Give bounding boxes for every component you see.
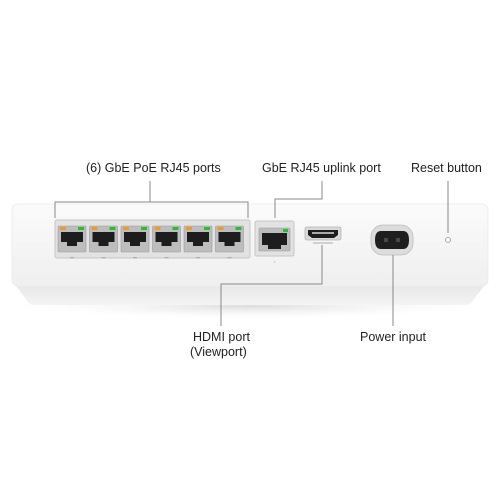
poe-port[interactable] [152,225,181,259]
poe-port[interactable] [89,225,118,259]
reset-button-label: Reset button [411,161,482,175]
link-green-led-icon [204,227,210,230]
uplink-leader-line [274,181,323,218]
power-input[interactable] [370,224,414,256]
poe-bracket-line [54,201,249,218]
hdmi-port-caption [313,242,333,244]
uplink-port-label: GbE RJ45 uplink port [262,161,381,175]
poe-amber-led-icon [154,227,161,230]
uplink-port-number: 1 [274,260,276,264]
poe-port-number-mark [164,257,169,259]
reset-pinhole-icon [445,237,451,243]
hdmi-port[interactable] [304,226,342,241]
poe-port[interactable] [57,225,87,259]
callout-lines [54,181,449,326]
poe-port[interactable] [215,225,244,259]
link-green-led-icon [78,227,84,230]
link-green-led-icon [141,227,147,230]
poe-port-number-mark [227,257,232,259]
poe-amber-led-icon [217,227,224,230]
uplink-port[interactable] [258,227,291,252]
uplink-led-icon [283,229,288,232]
hdmi-leader-line [220,245,323,326]
poe-ports-label: (6) GbE PoE RJ45 ports [86,161,221,175]
link-green-led-icon [109,227,116,230]
hdmi-port-sublabel: (Viewport) [190,345,247,359]
device-bottom-edge [14,283,486,305]
link-green-led-icon [172,227,179,230]
hdmi-port-label: HDMI port [193,330,250,344]
poe-amber-led-icon [123,227,129,230]
poe-port-number-mark [196,257,200,259]
poe-amber-led-icon [91,227,98,230]
poe-amber-led-icon [186,227,192,230]
poe-port-number-mark [133,257,137,259]
link-green-led-icon [235,227,242,230]
poe-port-number-mark [70,257,74,259]
reset-button[interactable] [445,237,451,243]
poe-amber-led-icon [60,227,66,230]
iec-c8-power-socket-icon [375,231,409,249]
power-input-label: Power input [360,330,427,344]
poe-port[interactable] [120,225,150,259]
poe-port[interactable] [183,225,213,259]
poe-port-number-mark [101,257,106,259]
